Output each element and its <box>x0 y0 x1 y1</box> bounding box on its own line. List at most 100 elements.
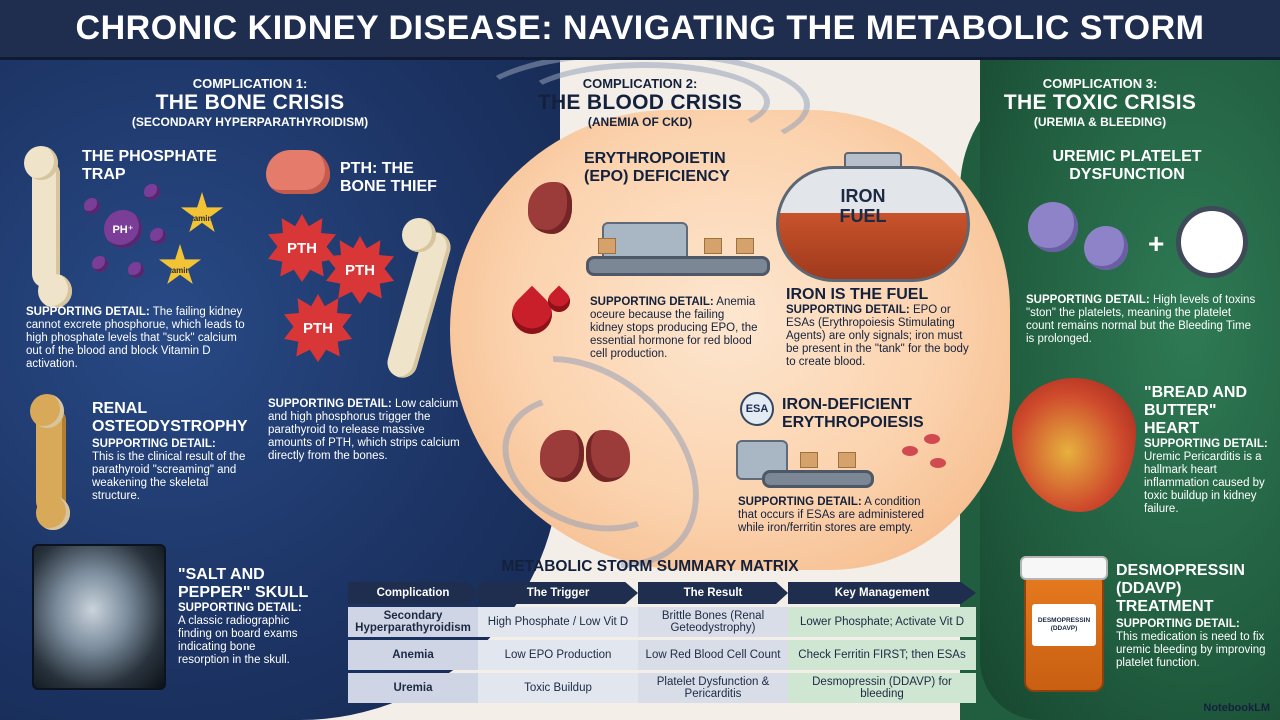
matrix-cell: High Phosphate / Low Vit D <box>478 607 638 637</box>
uremic-platelet-detail: SUPPORTING DETAIL: High levels of toxins… <box>1026 294 1258 346</box>
bread-butter-heart-heading: "BREAD AND BUTTER" HEART <box>1144 384 1247 437</box>
detail-text: Low calcium and high phosphorus trigger … <box>268 398 460 462</box>
matrix-cell: Low EPO Production <box>478 640 638 670</box>
complication2-label: COMPLICATION 2: <box>582 76 698 91</box>
uremic-platelet-heading: UREMIC PLATELET DYSFUNCTION <box>1052 148 1202 183</box>
detail-text: A classic radiographic finding on board … <box>178 615 298 666</box>
pth-burst-label: PTH <box>287 239 317 257</box>
bone-end-icon <box>30 394 64 428</box>
phosphate-trap-detail: SUPPORTING DETAIL: The failing kidney ca… <box>26 306 254 371</box>
detail-label: SUPPORTING DETAIL: <box>786 304 910 316</box>
box-icon <box>704 238 722 254</box>
box-icon <box>800 452 818 468</box>
detail-label: SUPPORTING DETAIL: <box>1144 438 1268 450</box>
skull-xray-image <box>32 544 166 690</box>
matrix-cell: Toxic Buildup <box>478 673 638 703</box>
detail-text: High levels of toxins "ston" the platele… <box>1026 294 1256 345</box>
matrix-header-cell: Key Management <box>788 582 976 604</box>
matrix-row: Anemia Low EPO Production Low Red Blood … <box>348 640 976 670</box>
toxin-icon <box>1084 226 1128 270</box>
detail-label: SUPPORTING DETAIL: <box>268 398 392 410</box>
matrix-row: Secondary Hyperparathyroidism High Phosp… <box>348 607 976 637</box>
bottle-cap-icon <box>1020 556 1108 580</box>
detail-text: This medication is need to fix uremic bl… <box>1116 631 1266 669</box>
storm-kidney-icon <box>540 430 584 482</box>
red-blood-cell-icon <box>924 434 940 444</box>
matrix-cell: Check Ferritin FIRST; then ESAs <box>788 640 976 670</box>
complication1-subtitle: (SECONDARY HYPERPARATHYROIDISM) <box>131 115 369 129</box>
bread-butter-heart-detail: SUPPORTING DETAIL: Uremic Pericarditis i… <box>1144 438 1268 516</box>
box-icon <box>598 238 616 254</box>
box-icon <box>736 238 754 254</box>
red-blood-cell-icon <box>930 458 946 468</box>
complication3-label: COMPLICATION 3: <box>1042 76 1158 91</box>
page-title: CHRONIC KIDNEY DISEASE: NAVIGATING THE M… <box>75 9 1205 47</box>
matrix-cell: Anemia <box>348 640 478 670</box>
plus-icon: + <box>1148 228 1165 259</box>
storm-swirl-top-inner <box>520 62 770 142</box>
detail-text: Uremic Pericarditis is a hallmark heart … <box>1144 451 1265 515</box>
stopwatch-icon <box>1176 206 1248 278</box>
conveyor-icon <box>762 470 874 488</box>
iron-fuel-tank-label: IRON FUEL <box>839 186 887 226</box>
toxin-icon <box>1028 202 1078 252</box>
iron-deficient-heading: IRON-DEFICIENT ERYTHROPOIESIS <box>782 396 924 431</box>
atom-icon <box>150 228 166 244</box>
storm-kidney-icon <box>586 430 630 482</box>
bone-end-icon <box>24 146 58 180</box>
matrix-cell: Secondary Hyperparathyroidism <box>348 607 478 637</box>
bottle-label-line2: (DDAVP) <box>1050 625 1078 632</box>
detail-text: Anemia oceure because the failing kidney… <box>590 296 758 360</box>
summary-matrix: Complication The Trigger The Result Key … <box>348 582 976 706</box>
matrix-row: Uremia Toxic Buildup Platelet Dysfunctio… <box>348 673 976 703</box>
renal-osteodystrophy-detail: SUPPORTING DETAIL: This is the clinical … <box>92 438 252 503</box>
matrix-cell: Brittle Bones (Renal Geteodystrophy) <box>638 607 788 637</box>
title-bar: CHRONIC KIDNEY DISEASE: NAVIGATING THE M… <box>0 0 1280 60</box>
phosphate-bone-icon <box>32 160 60 288</box>
red-blood-cell-icon <box>902 446 918 456</box>
pth-heading: PTH: THE BONE THIEF <box>340 160 437 195</box>
esa-icon: ESA <box>740 392 774 426</box>
kidney-icon <box>528 182 572 234</box>
matrix-header-cell: Complication <box>348 582 478 604</box>
matrix-header-cell: The Result <box>638 582 788 604</box>
matrix-cell: Platelet Dysfunction & Pericarditis <box>638 673 788 703</box>
detail-label: SUPPORTING DETAIL: <box>1116 618 1240 630</box>
bone-end-icon <box>402 218 436 252</box>
salt-pepper-skull-detail: SUPPORTING DETAIL: A classic radiographi… <box>178 602 308 667</box>
complication1-title: THE BONE CRISIS <box>155 91 345 114</box>
detail-label: SUPPORTING DETAIL: <box>26 306 150 318</box>
detail-label: SUPPORTING DETAIL: <box>92 438 216 450</box>
epo-heading: ERYTHROPOIETIN (EPO) DEFICIENCY <box>584 150 730 185</box>
notebooklm-watermark: NotebookLM <box>1203 702 1270 714</box>
detail-label: SUPPORTING DETAIL: <box>738 496 862 508</box>
atom-icon <box>128 262 144 278</box>
matrix-cell: Desmopressin (DDAVP) for bleeding <box>788 673 976 703</box>
box-icon <box>838 452 856 468</box>
bone-end-icon <box>36 496 70 530</box>
thyroid-icon <box>266 150 330 194</box>
pth-detail: SUPPORTING DETAIL: Low calcium and high … <box>268 398 468 463</box>
iron-fuel-heading: IRON IS THE FUEL <box>786 286 929 303</box>
matrix-cell: Lower Phosphate; Activate Vit D <box>788 607 976 637</box>
complication1-header: COMPLICATION 1: THE BONE CRISIS (SECONDA… <box>100 76 400 129</box>
detail-text: This is the clinical result of the parat… <box>92 451 246 502</box>
atom-icon <box>144 184 160 200</box>
renal-osteodystrophy-heading: RENAL OSTEODYSTROPHY <box>92 400 248 435</box>
bottle-label: DESMOPRESSIN (DDAVP) <box>1032 604 1096 646</box>
detail-text: EPO or ESAs (Erythropoiesis Stimulating … <box>786 304 969 368</box>
matrix-header-row: Complication The Trigger The Result Key … <box>348 582 976 604</box>
ddavp-detail: SUPPORTING DETAIL: This medication is ne… <box>1116 618 1266 670</box>
esa-label: ESA <box>745 403 769 415</box>
bottle-label-line1: DESMOPRESSIN <box>1037 617 1091 624</box>
salt-pepper-skull-heading: "SALT AND PEPPER" SKULL <box>178 566 309 601</box>
detail-text: A condition that occurs if ESAs are admi… <box>738 496 924 534</box>
complication1-label: COMPLICATION 1: <box>192 76 308 91</box>
detail-label: SUPPORTING DETAIL: <box>1026 294 1150 306</box>
epo-detail: SUPPORTING DETAIL: Anemia oceure because… <box>590 296 760 361</box>
phosphate-atom-label: PH⁺ <box>112 223 134 236</box>
matrix-cell: Low Red Blood Cell Count <box>638 640 788 670</box>
complication3-header: COMPLICATION 3: THE TOXIC CRISIS (UREMIA… <box>1000 76 1200 129</box>
matrix-header-cell: The Trigger <box>478 582 638 604</box>
